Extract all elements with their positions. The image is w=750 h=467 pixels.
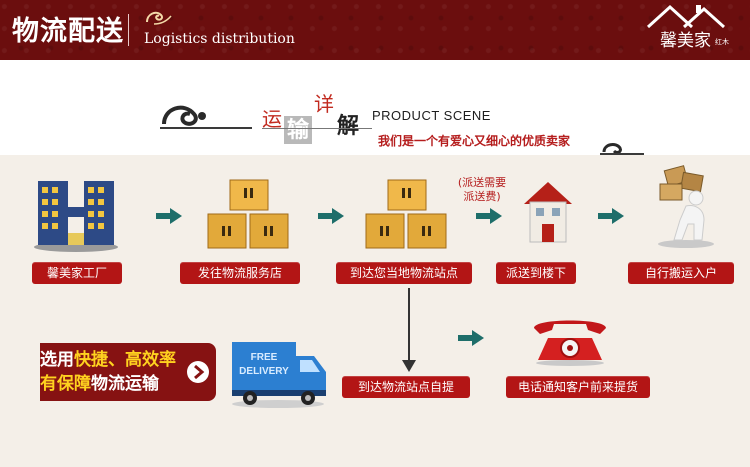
cloud-swirl-icon (160, 105, 252, 129)
header-subtitle: Logistics distribution (144, 31, 295, 47)
arrow-right-icon (156, 208, 182, 224)
arrow-right-icon (598, 208, 624, 224)
product-scene-label: PRODUCT SCENE (372, 108, 491, 123)
step-deliver-downstairs-label: 派送到楼下 (496, 262, 576, 284)
telephone-icon (534, 320, 606, 366)
scene-tagline: 我们是一个有爱心又细心的优质卖家 (378, 134, 571, 148)
brand-name: 馨美家 (660, 31, 711, 51)
scene-char-shu: 输 (284, 116, 312, 144)
promo-banner: 选用快捷、高效率 有保障物流运输 (40, 343, 216, 401)
scene-char-jie: 解 (334, 112, 362, 140)
truck-text-line1: FREE (251, 352, 278, 363)
arrow-down-icon (402, 360, 416, 372)
promo-line1: 选用快捷、高效率 (40, 348, 200, 372)
cloud-flourish-icon (146, 11, 172, 25)
fee-note-line2: 派送费 (463, 190, 497, 203)
arrow-right-icon (458, 330, 484, 346)
promo-line1-prefix: 选用 (40, 350, 74, 370)
small-cloud-icon (600, 143, 644, 155)
step-phone-notify-label: 电话通知客户前来提货 (506, 376, 650, 398)
arrow-right-icon (476, 208, 502, 224)
scene-underline (262, 128, 372, 129)
promo-line2-highlight: 有保障 (40, 374, 91, 394)
delivery-truck-icon: FREE DELIVERY (232, 342, 326, 408)
scene-char-yun: 运 (262, 107, 282, 131)
step-factory-label: 馨美家工厂 (32, 262, 122, 284)
boxes-icon (207, 179, 289, 249)
house-logo-icon (646, 4, 726, 29)
factory-icon (34, 181, 118, 252)
delivery-fee-note: (派送需要 派送费) (457, 176, 507, 203)
promo-line2: 有保障物流运输 (40, 372, 200, 396)
step-carry-home-label: 自行搬运入户 (628, 262, 734, 284)
page-title: 物流配送 (12, 16, 124, 47)
step-self-pickup-label: 到达物流站点自提 (342, 376, 470, 398)
down-connector-line (408, 288, 410, 364)
step-logistics-store-label: 发往物流服务店 (180, 262, 300, 284)
truck-text-line2: DELIVERY (239, 366, 289, 377)
step-local-station-label: 到达您当地物流站点 (336, 262, 472, 284)
scene-title-area (0, 60, 750, 155)
promo-line2-suffix: 物流运输 (91, 374, 159, 394)
header-bar: 物流配送 Logistics distribution 馨美家 红木 (0, 0, 750, 60)
person-carrying-boxes-icon (658, 165, 714, 248)
header-divider (128, 14, 129, 46)
fee-note-line1: 派送需要 (462, 176, 507, 189)
boxes-icon (365, 179, 447, 249)
scene-char-xiang: 详 (314, 92, 334, 116)
house-icon (524, 182, 572, 243)
play-circle-icon[interactable] (186, 360, 210, 384)
promo-line1-highlight: 快捷、高效率 (74, 350, 176, 370)
brand-subname: 红木 (715, 38, 729, 46)
arrow-right-icon (318, 208, 344, 224)
